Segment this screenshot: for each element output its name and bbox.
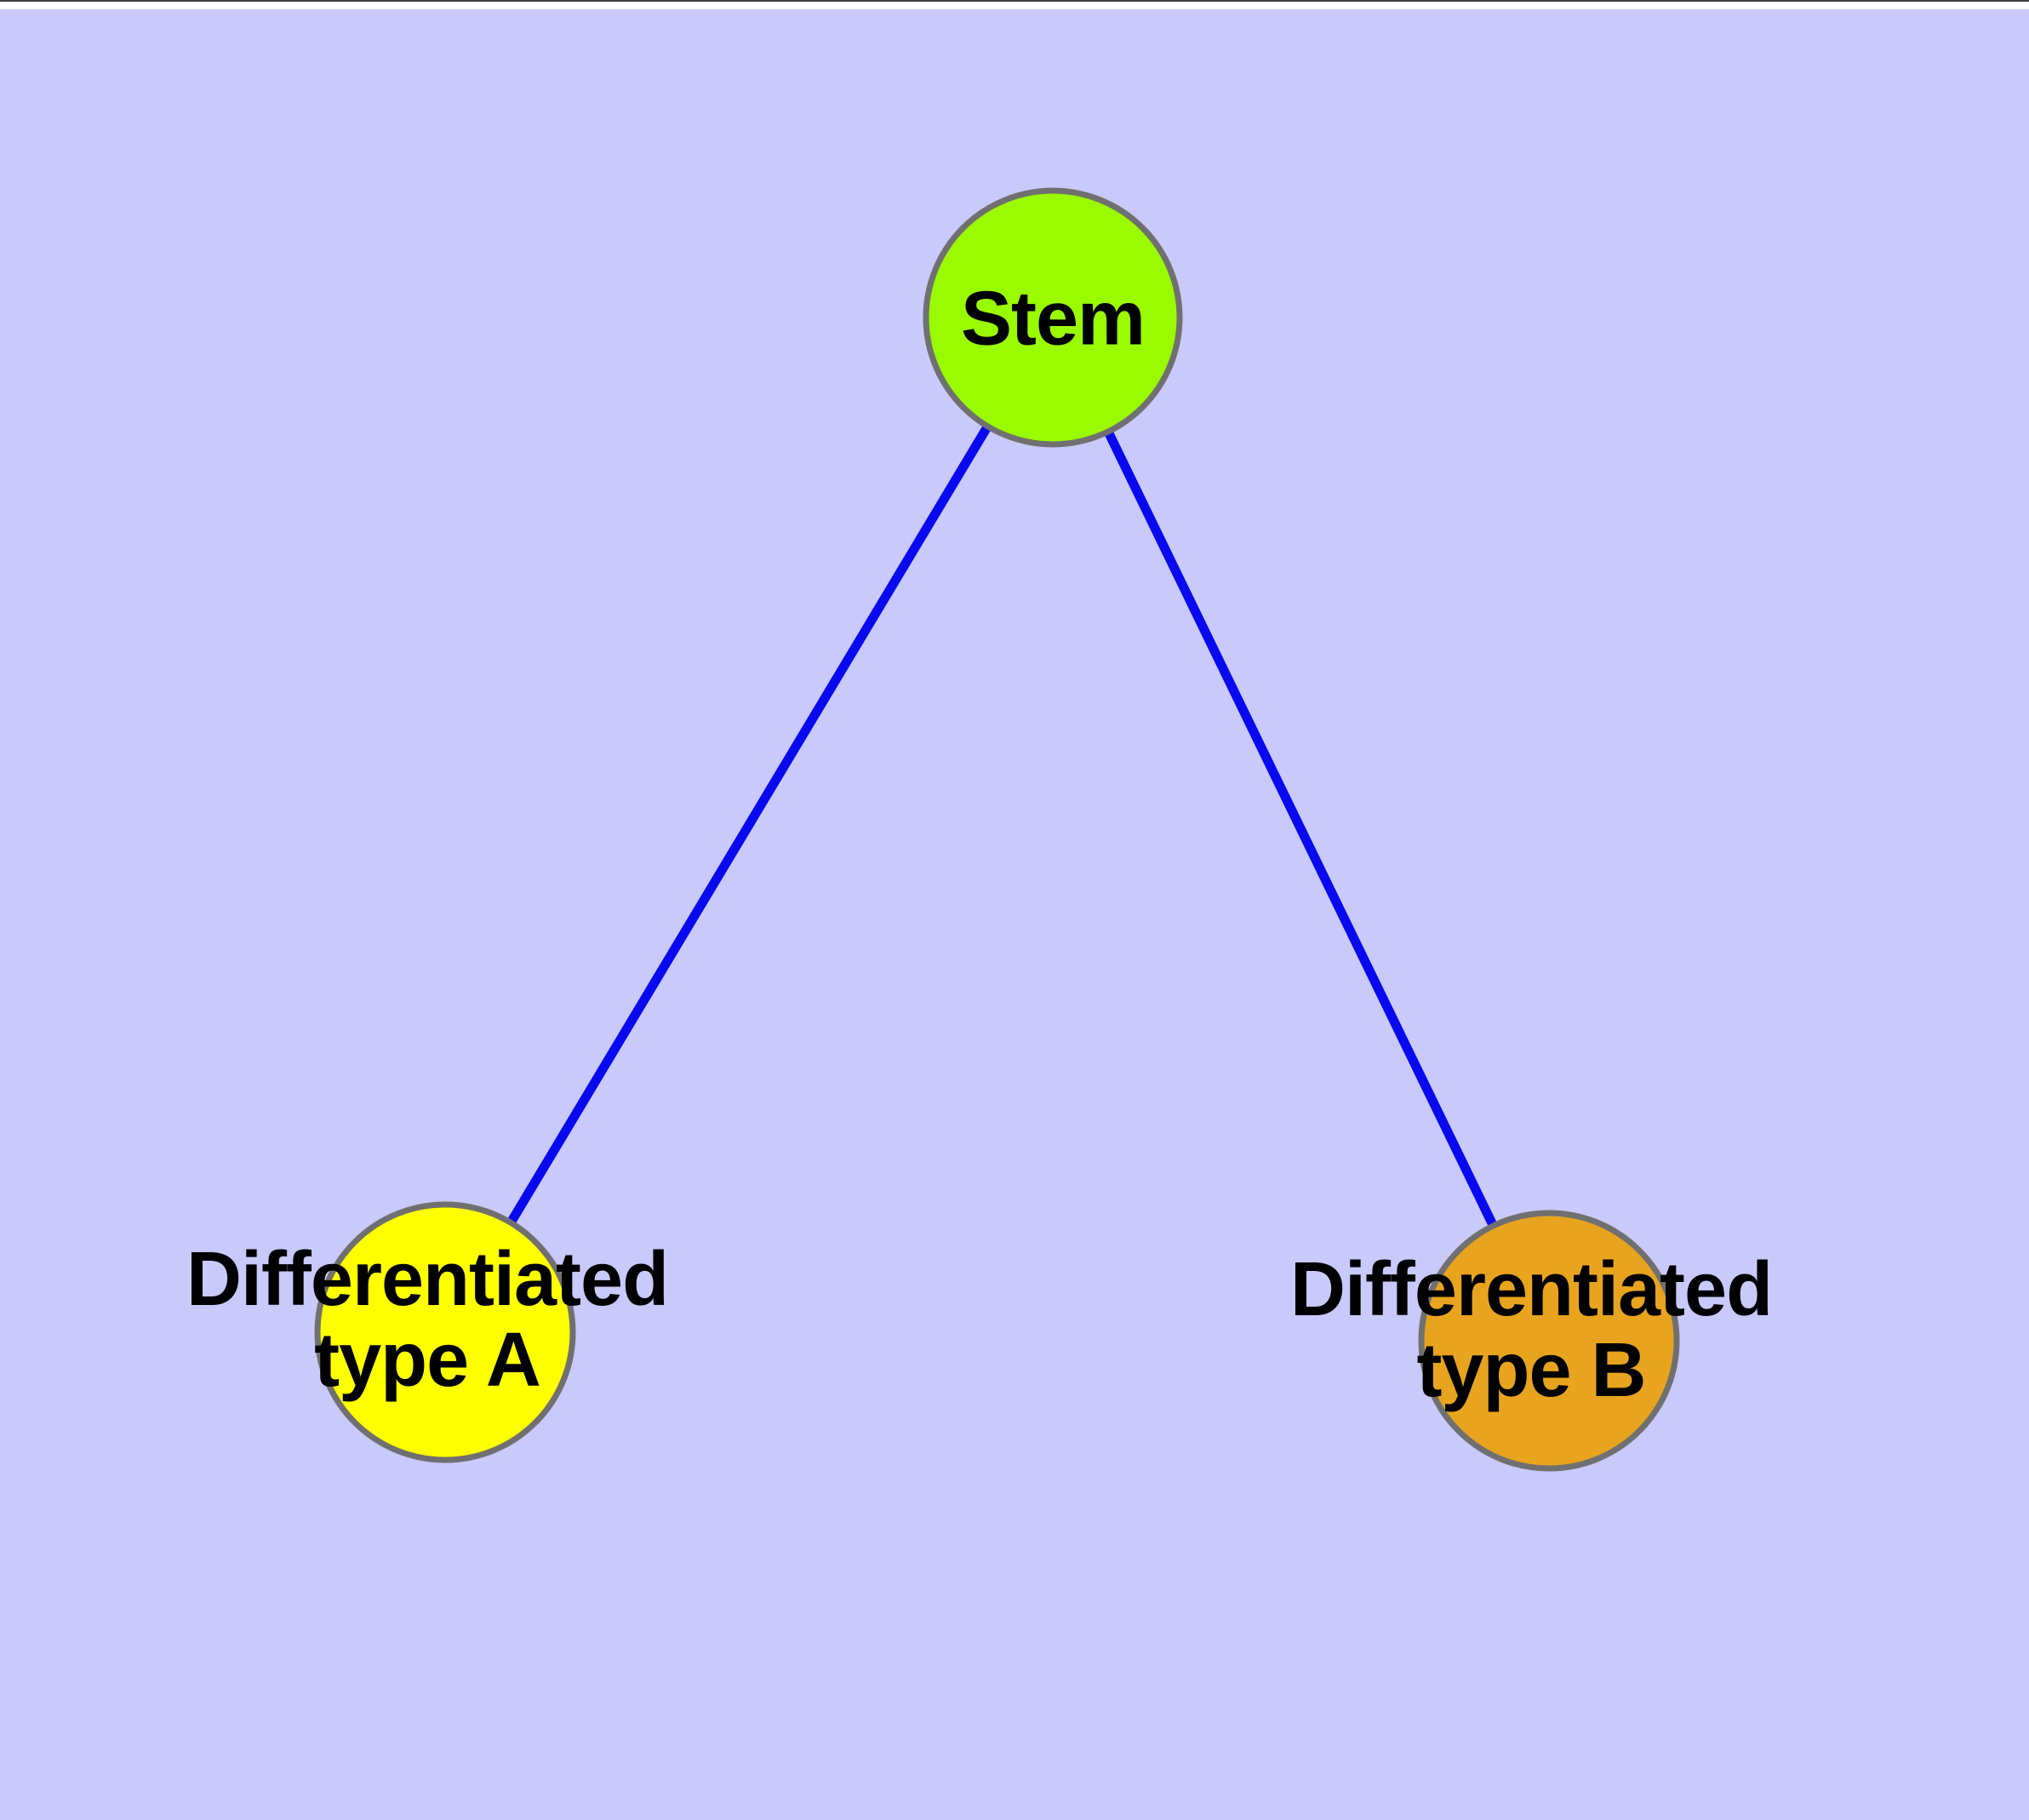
figure-top-margin xyxy=(0,2,2029,9)
window-top-border xyxy=(0,0,2029,2)
node-typeA-label: Differentiated type A xyxy=(186,1237,669,1403)
node-typeB-label: Differentiated type B xyxy=(1289,1247,1773,1413)
node-typeA-circle xyxy=(314,1201,576,1463)
node-stem-circle xyxy=(923,187,1183,448)
node-stem-label: Stem xyxy=(960,276,1146,362)
node-typeB-circle xyxy=(1418,1210,1680,1472)
edge-stem-to-typeB xyxy=(1049,315,1553,1343)
edge-stem-to-typeA xyxy=(441,315,1057,1335)
